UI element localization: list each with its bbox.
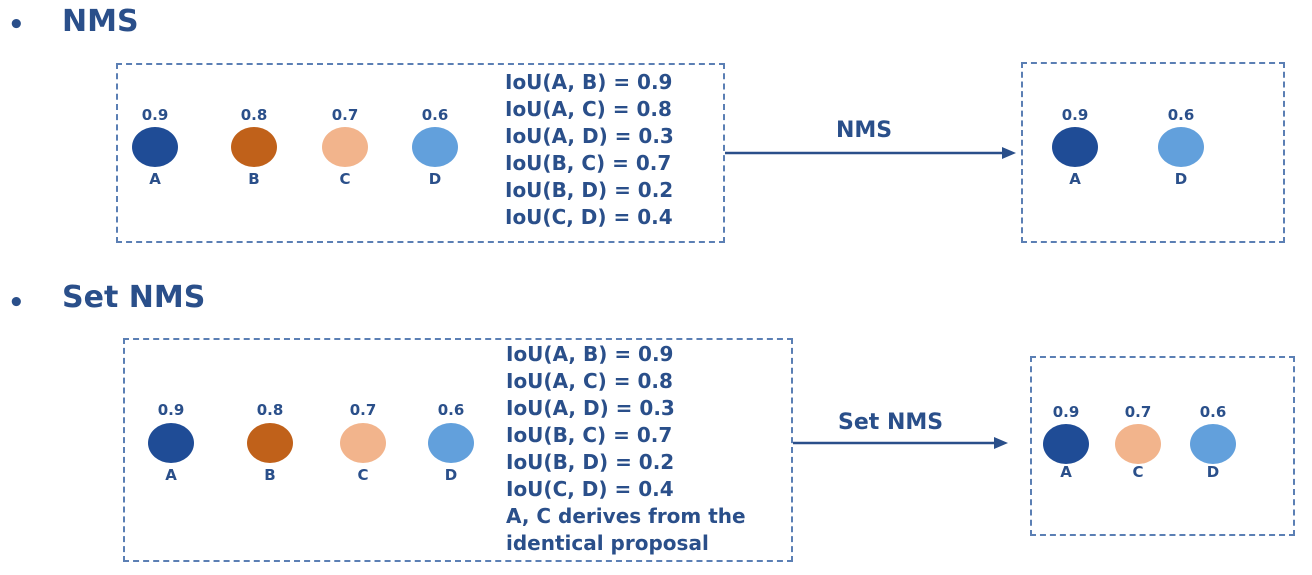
iou-line: IoU(C, D) = 0.4 bbox=[506, 477, 674, 501]
note-line: A, C derives from the bbox=[506, 504, 746, 528]
circle-label: A bbox=[149, 170, 161, 188]
circle-c bbox=[322, 127, 368, 167]
circle-score: 0.8 bbox=[256, 401, 284, 419]
section-title-set-nms: Set NMS bbox=[62, 280, 206, 315]
circle-a bbox=[1043, 424, 1089, 464]
circle-label: B bbox=[264, 466, 276, 484]
iou-line: IoU(B, C) = 0.7 bbox=[506, 423, 673, 447]
iou-line: IoU(A, B) = 0.9 bbox=[506, 342, 674, 366]
iou-line: IoU(A, D) = 0.3 bbox=[506, 396, 675, 420]
circle-score: 0.9 bbox=[141, 106, 169, 124]
section-bullet: • bbox=[8, 10, 25, 40]
circle-score: 0.7 bbox=[1124, 403, 1152, 421]
arrow-label-set-nms: Set NMS bbox=[838, 410, 944, 435]
iou-line: IoU(A, B) = 0.9 bbox=[505, 70, 673, 94]
circle-a bbox=[132, 127, 178, 167]
iou-line: IoU(C, D) = 0.4 bbox=[505, 205, 673, 229]
iou-line: IoU(A, C) = 0.8 bbox=[506, 369, 673, 393]
set-nms-output-box bbox=[1030, 356, 1295, 536]
circle-label: A bbox=[165, 466, 177, 484]
circle-label: C bbox=[1132, 463, 1144, 481]
circle-score: 0.8 bbox=[240, 106, 268, 124]
circle-a bbox=[1052, 127, 1098, 167]
set-nms-input-box bbox=[123, 338, 793, 562]
circle-score: 0.9 bbox=[1052, 403, 1080, 421]
circle-score: 0.6 bbox=[1167, 106, 1195, 124]
circle-score: 0.9 bbox=[1061, 106, 1089, 124]
iou-line: IoU(A, C) = 0.8 bbox=[505, 97, 672, 121]
arrow-nms bbox=[725, 147, 1016, 159]
circle-label: A bbox=[1069, 170, 1081, 188]
circle-label: D bbox=[444, 466, 458, 484]
circle-d bbox=[428, 423, 474, 463]
iou-line: IoU(B, D) = 0.2 bbox=[506, 450, 675, 474]
circle-label: B bbox=[248, 170, 260, 188]
nms-input-box bbox=[116, 63, 725, 243]
circle-b bbox=[231, 127, 277, 167]
circle-score: 0.9 bbox=[157, 401, 185, 419]
iou-line: IoU(A, D) = 0.3 bbox=[505, 124, 674, 148]
circle-c bbox=[340, 423, 386, 463]
circle-score: 0.7 bbox=[349, 401, 377, 419]
iou-line: IoU(B, D) = 0.2 bbox=[505, 178, 674, 202]
iou-line: IoU(B, C) = 0.7 bbox=[505, 151, 672, 175]
circle-label: A bbox=[1060, 463, 1072, 481]
circle-score: 0.6 bbox=[421, 106, 449, 124]
circle-d bbox=[1158, 127, 1204, 167]
arrow-set-nms bbox=[793, 437, 1008, 449]
circle-score: 0.7 bbox=[331, 106, 359, 124]
section-title-nms: NMS bbox=[62, 4, 139, 39]
circle-score: 0.6 bbox=[437, 401, 465, 419]
circle-score: 0.6 bbox=[1199, 403, 1227, 421]
nms-output-box bbox=[1021, 62, 1285, 243]
circle-b bbox=[247, 423, 293, 463]
arrow-label-nms: NMS bbox=[836, 118, 893, 143]
section-bullet: • bbox=[8, 288, 25, 318]
iou-list: IoU(A, B) = 0.9 IoU(A, C) = 0.8 IoU(A, D… bbox=[505, 69, 674, 231]
circle-d bbox=[412, 127, 458, 167]
circle-label: C bbox=[339, 170, 351, 188]
circle-a bbox=[148, 423, 194, 463]
iou-list: IoU(A, B) = 0.9 IoU(A, C) = 0.8 IoU(A, D… bbox=[506, 341, 746, 557]
circle-label: C bbox=[357, 466, 369, 484]
circle-label: D bbox=[428, 170, 442, 188]
note-line: identical proposal bbox=[506, 531, 709, 555]
circle-label: D bbox=[1174, 170, 1188, 188]
circle-label: D bbox=[1206, 463, 1220, 481]
circle-d bbox=[1190, 424, 1236, 464]
circle-c bbox=[1115, 424, 1161, 464]
